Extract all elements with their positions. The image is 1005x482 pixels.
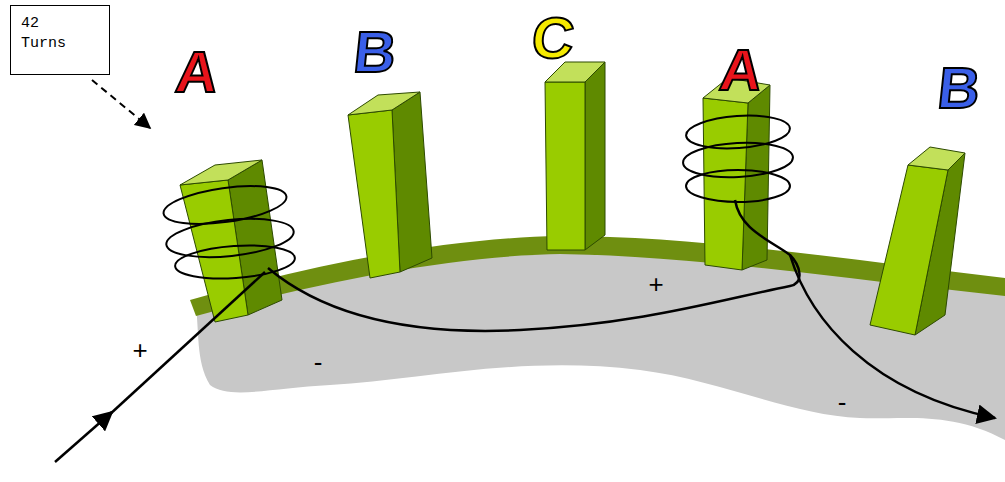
callout-box: 42 Turns bbox=[10, 5, 110, 75]
pole-letter: C bbox=[529, 9, 577, 67]
pole-b2 bbox=[870, 147, 965, 335]
polarity-sign: + bbox=[132, 337, 147, 363]
pole-a1 bbox=[180, 160, 282, 322]
pole-letter: A bbox=[173, 43, 221, 101]
pole-letter: B bbox=[351, 23, 399, 81]
coil-winding bbox=[682, 112, 794, 202]
coil-winding bbox=[161, 180, 296, 283]
polarity-sign: + bbox=[648, 271, 663, 297]
pole-c bbox=[545, 62, 605, 250]
callout-text: 42 Turns bbox=[21, 14, 77, 55]
pole-letter: A bbox=[717, 41, 765, 99]
callout-leader bbox=[92, 80, 150, 128]
polarity-sign: - bbox=[314, 349, 323, 375]
winding-wire bbox=[55, 200, 995, 462]
pole-b1 bbox=[348, 92, 432, 278]
polarity-sign: - bbox=[838, 389, 847, 415]
pole-letter: B bbox=[935, 59, 983, 117]
